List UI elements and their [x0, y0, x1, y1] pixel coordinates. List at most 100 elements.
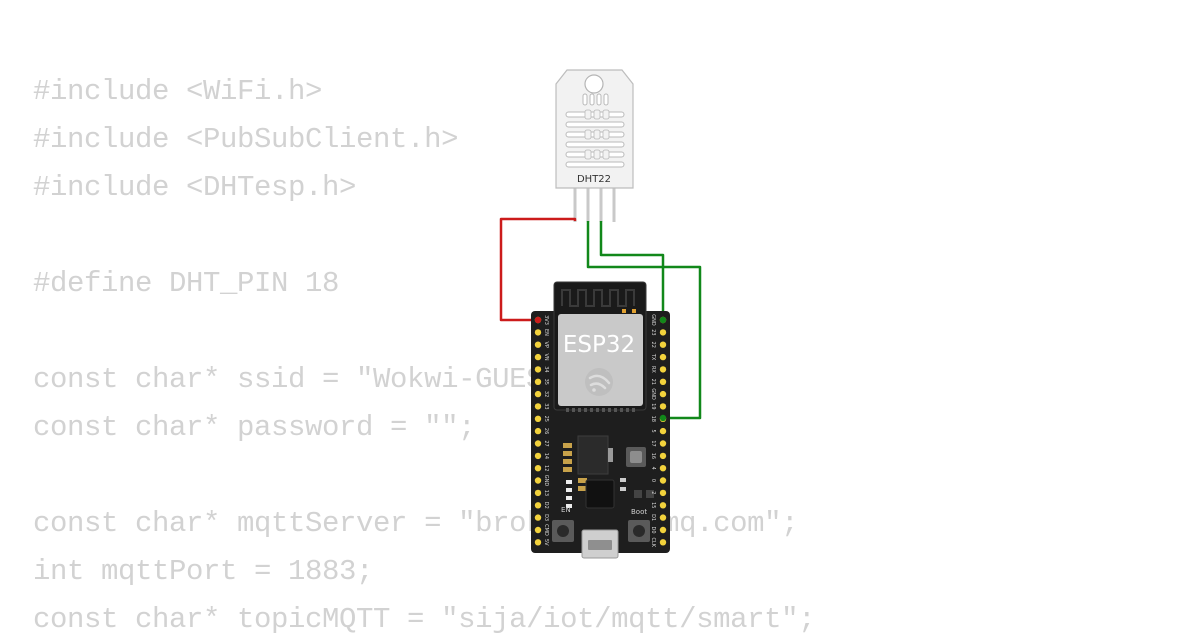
pin-label: 25 — [543, 416, 549, 422]
pin-label: TX — [650, 353, 656, 361]
pin-label: 17 — [650, 440, 656, 446]
header-pin[interactable] — [534, 489, 542, 497]
header-pin[interactable] — [659, 390, 667, 398]
header-pin[interactable] — [659, 489, 667, 497]
header-pin[interactable] — [659, 526, 667, 534]
data-wire[interactable] — [599, 221, 665, 320]
header-pin[interactable] — [659, 403, 667, 410]
header-pin[interactable] — [534, 452, 542, 460]
gnd-wire-endpoint — [659, 414, 667, 422]
pin-label: 33 — [543, 403, 549, 409]
header-pin[interactable] — [659, 539, 667, 546]
en-button[interactable] — [552, 520, 574, 542]
header-pin[interactable] — [659, 378, 667, 385]
pin-label: GND — [650, 314, 656, 326]
pin-label: 14 — [543, 453, 549, 459]
pin-label: D3 — [543, 514, 549, 521]
header-pin[interactable] — [659, 366, 667, 373]
header-pin[interactable] — [534, 465, 542, 472]
header-pin[interactable] — [534, 477, 542, 484]
sensor-legs — [573, 188, 616, 222]
pin-label: 16 — [650, 453, 656, 459]
header-pin[interactable] — [534, 514, 542, 521]
sensor-label: DHT22 — [577, 174, 611, 185]
vcc-wire[interactable] — [499, 217, 577, 322]
pin-label: EN — [543, 329, 549, 336]
pin-label: D1 — [650, 514, 656, 521]
header-pin[interactable] — [659, 353, 667, 361]
data-wire-endpoint — [659, 316, 667, 324]
sensor-body — [555, 69, 634, 189]
header-pin[interactable] — [659, 502, 667, 509]
left-pin-header: 3V3ENVPVN343532332526271412GND13D2D3CMD5… — [534, 315, 549, 546]
chip-label: ESP32 — [563, 332, 635, 358]
pin-label: 19 — [650, 403, 656, 409]
header-pin[interactable] — [534, 329, 542, 336]
pin-label: GND — [650, 388, 656, 400]
pin-label: VP — [543, 341, 549, 347]
pin-label: 32 — [543, 391, 549, 397]
pin-label: 5V — [543, 539, 549, 546]
module-pads — [566, 408, 635, 412]
header-pin[interactable] — [534, 366, 542, 373]
pin-label: 0 — [650, 479, 656, 482]
header-pin[interactable] — [534, 539, 542, 546]
pin-label: CLK — [650, 538, 656, 548]
pin-label: 3V3 — [543, 315, 549, 325]
header-pin[interactable] — [534, 440, 542, 447]
header-pin[interactable] — [534, 390, 542, 398]
antenna-trace — [561, 289, 635, 307]
code-line: #include <DHTesp.h> — [33, 171, 357, 204]
header-pin[interactable] — [534, 415, 542, 422]
header-pin[interactable] — [534, 502, 542, 509]
pin-label: 12 — [543, 465, 549, 471]
usb-uart-chip — [585, 479, 615, 509]
header-pin[interactable] — [534, 378, 542, 385]
header-pin[interactable] — [534, 353, 542, 361]
vcc-wire-endpoint — [534, 316, 542, 324]
led-indicator — [622, 309, 626, 313]
header-pin[interactable] — [534, 526, 542, 534]
pin-label: 4 — [650, 467, 656, 470]
code-line: const char* password = ""; — [33, 411, 476, 444]
pin-label: RX — [650, 366, 656, 373]
pin-label: 27 — [543, 440, 549, 446]
pin-label: 35 — [543, 379, 549, 385]
code-line: #include <WiFi.h> — [33, 75, 323, 108]
header-pin[interactable] — [659, 329, 667, 336]
pin-label: D0 — [650, 526, 656, 533]
header-pin[interactable] — [534, 403, 542, 410]
pin-label: 22 — [650, 342, 656, 348]
sensor-mount-hole — [584, 74, 604, 94]
pin-label: 5 — [650, 430, 656, 433]
pin-label: D2 — [543, 502, 549, 509]
esp32-board[interactable]: ESP32 EN — [531, 281, 670, 559]
boot-button[interactable] — [628, 520, 650, 542]
code-line: int mqttPort = 1883; — [33, 555, 374, 588]
header-pin[interactable] — [659, 452, 667, 460]
boot-button-label: Boot — [631, 508, 647, 516]
header-pin[interactable] — [659, 465, 667, 472]
header-pin[interactable] — [534, 341, 542, 348]
header-pin[interactable] — [659, 514, 667, 521]
header-pin[interactable] — [659, 427, 667, 435]
code-line: #include <PubSubClient.h> — [33, 123, 459, 156]
gnd-wire[interactable] — [586, 221, 702, 420]
micro-usb-port[interactable] — [581, 529, 619, 559]
header-pin[interactable] — [534, 427, 542, 435]
module-shield — [558, 314, 643, 406]
header-pin[interactable] — [659, 341, 667, 348]
sensor-grille — [584, 109, 610, 160]
pin-label: 2 — [650, 491, 656, 494]
header-pin[interactable] — [659, 477, 667, 484]
pin-label: 23 — [650, 329, 656, 335]
dht22-sensor[interactable]: DHT22 — [555, 69, 634, 222]
wires — [499, 217, 702, 420]
pin-label: 34 — [543, 366, 549, 372]
circuit-diagram: DHT22 ESP32 — [499, 69, 702, 559]
header-pin[interactable] — [659, 440, 667, 447]
smd-components — [563, 443, 654, 508]
en-button-label: EN — [561, 506, 571, 514]
pin-label: GND — [543, 475, 549, 487]
pin-label: CMD — [543, 524, 549, 536]
